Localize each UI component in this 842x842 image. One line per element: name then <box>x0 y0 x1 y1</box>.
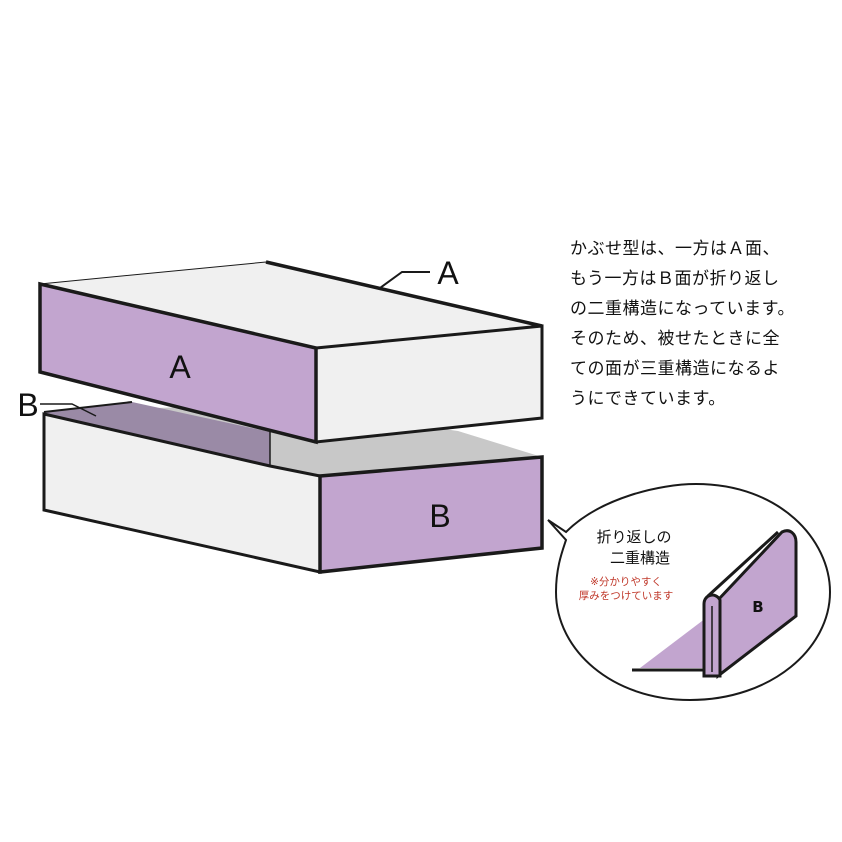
label-b-face: B <box>429 498 450 534</box>
callout-bubble <box>547 482 832 702</box>
label-b-pointer: B <box>17 387 38 423</box>
pointer-b-line <box>40 403 97 417</box>
detail-folded-wall <box>632 529 798 680</box>
callout-note-line2: 厚みをつけています <box>579 590 674 602</box>
top-box-right-face <box>314 324 544 444</box>
detail-wall-top-edge <box>706 530 780 598</box>
bottom-box <box>42 401 544 574</box>
top-box <box>38 260 544 445</box>
callout-note-line1: ※分かりやすく <box>590 576 662 588</box>
bottom-box-back-edge <box>43 401 133 413</box>
bottom-box-inner-wall <box>44 402 270 466</box>
top-box-back-edge <box>265 260 543 328</box>
detail-base-line <box>632 668 718 678</box>
top-box-front-face <box>38 281 318 445</box>
callout-title-line2: 二重構造 <box>610 549 670 567</box>
detail-wall-face <box>716 529 798 680</box>
description-line: かぶせ型は、一方はＡ面、 <box>570 239 780 259</box>
description-line: ての面が三重構造になるよ <box>570 359 780 379</box>
description-line: うにできています。 <box>570 389 726 409</box>
callout-title-line1: 折り返しの <box>596 528 671 546</box>
detail-floor <box>640 618 706 668</box>
description-line: の二重構造になっています。 <box>570 299 795 319</box>
description-line: そのため、被せたときに全 <box>570 329 780 349</box>
label-a-face: A <box>169 349 191 385</box>
label-a-pointer: A <box>437 255 459 291</box>
description-block: かぶせ型は、一方はＡ面、 もう一方はＢ面が折り返し の二重構造になっています。 … <box>570 234 840 414</box>
description-line: もう一方はＢ面が折り返し <box>570 269 780 289</box>
detail-callout: B 折り返しの 二重構造 ※分かりやすく 厚みをつけています <box>547 482 832 702</box>
detail-label-b: B <box>752 598 763 616</box>
bottom-box-front-face <box>318 455 544 574</box>
pointer-a-line <box>379 271 430 289</box>
